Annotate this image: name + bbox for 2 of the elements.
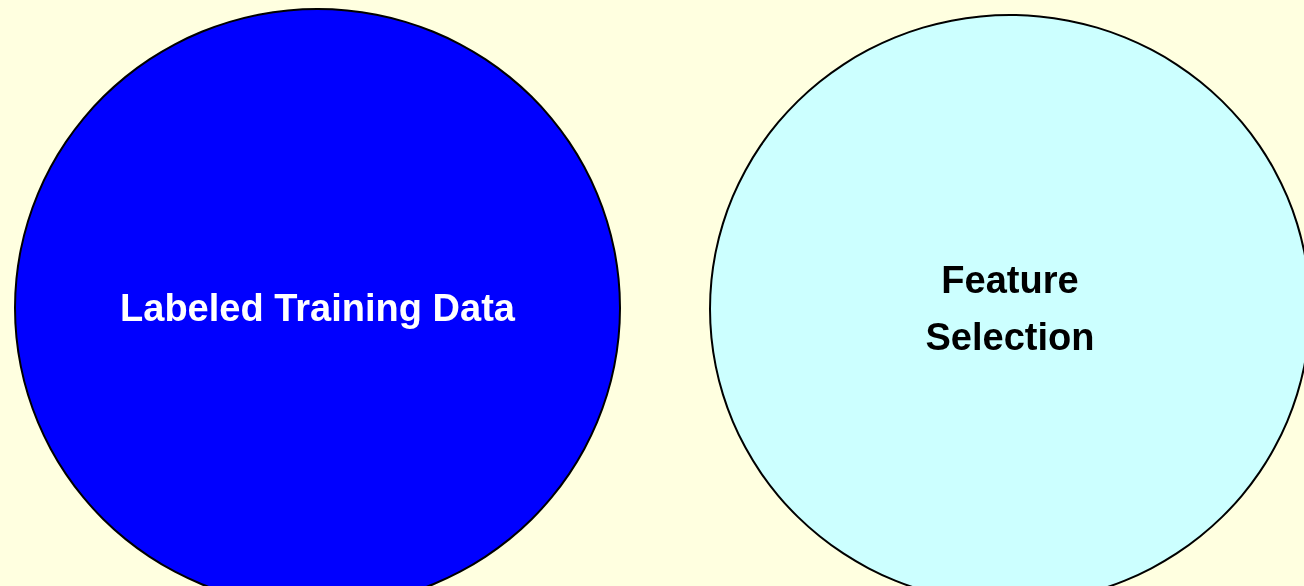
node-label: Labeled Training Data: [120, 285, 515, 331]
node-label: Feature Selection: [924, 258, 1096, 360]
